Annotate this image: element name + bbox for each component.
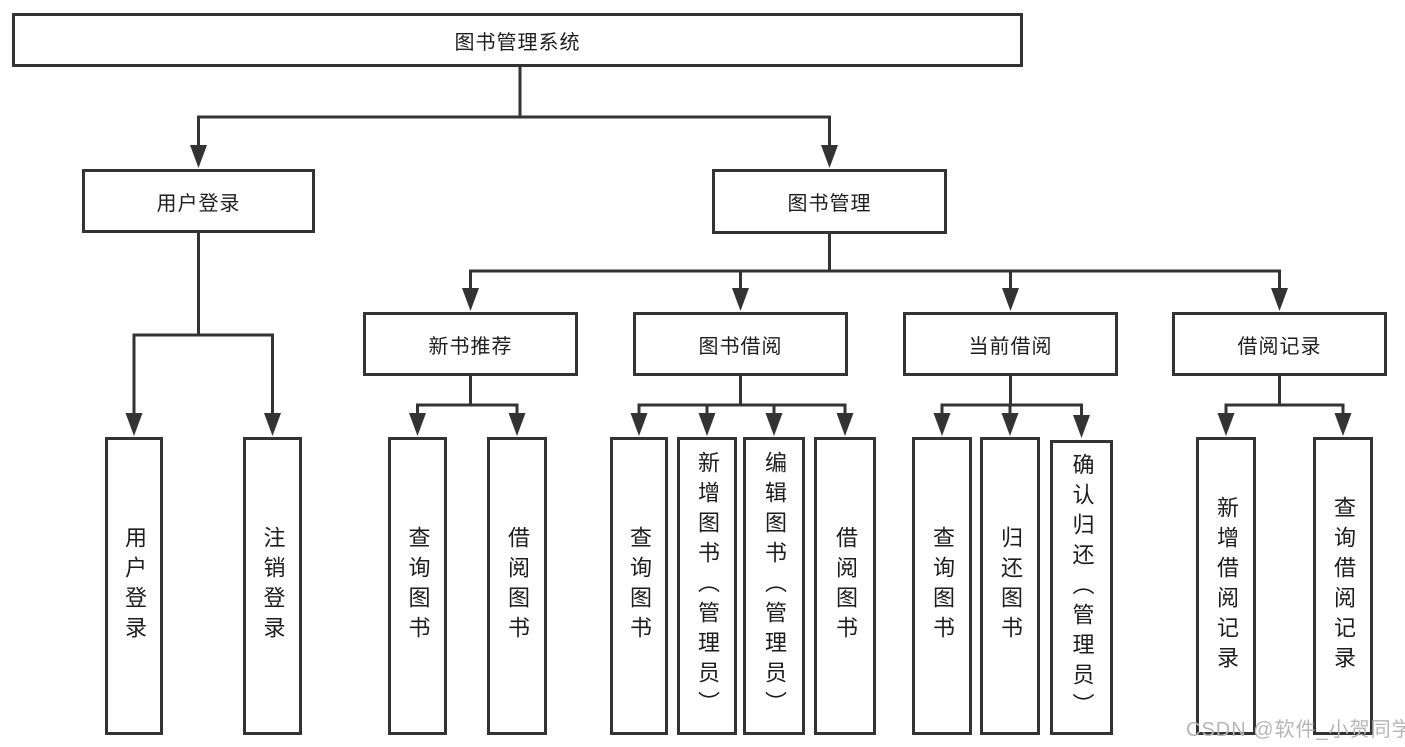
node-new-book-recommendation: 新书推荐 <box>363 312 578 376</box>
leaf-confirm-return-admin: 确认归还（管理员） <box>1050 440 1113 735</box>
node-borrowing-records: 借阅记录 <box>1172 312 1387 376</box>
node-label: 借阅记录 <box>1237 335 1322 358</box>
node-label: 查询图书 <box>627 526 652 646</box>
node-label: 新增图书（管理员） <box>695 451 720 721</box>
leaf-query-books-current: 查询图书 <box>912 437 972 735</box>
watermark: CSDN @软件_小贺同学 <box>1186 719 1405 741</box>
node-label: 图书管理 <box>787 193 872 215</box>
node-label: 归还图书 <box>998 526 1023 646</box>
leaf-query-books-recommend: 查询图书 <box>388 437 447 735</box>
node-label: 查询图书 <box>930 526 955 646</box>
node-label: 新增借阅记录 <box>1214 496 1239 676</box>
node-label: 图书借阅 <box>698 335 783 358</box>
node-label: 用户登录 <box>156 192 241 215</box>
leaf-user-login: 用户登录 <box>105 437 163 735</box>
leaf-borrow-books-borrowing: 借阅图书 <box>814 437 876 735</box>
leaf-logout-login: 注销登录 <box>243 437 302 735</box>
node-label: 新书推荐 <box>428 335 513 358</box>
node-label: 图书管理系统 <box>454 31 581 54</box>
node-label: 借阅图书 <box>833 526 858 646</box>
node-library-management-system: 图书管理系统 <box>12 13 1023 67</box>
leaf-borrow-books-recommend: 借阅图书 <box>487 437 547 735</box>
node-label: 注销登录 <box>260 526 286 646</box>
leaf-add-books-admin: 新增图书（管理员） <box>677 437 737 735</box>
node-current-borrowing: 当前借阅 <box>903 312 1118 376</box>
node-book-management: 图书管理 <box>712 169 947 234</box>
arrowheads <box>125 145 1352 438</box>
node-label: 查询图书 <box>405 526 431 646</box>
leaf-query-books-borrowing: 查询图书 <box>610 437 668 735</box>
leaf-add-borrow-record: 新增借阅记录 <box>1196 437 1256 735</box>
leaf-query-borrow-record: 查询借阅记录 <box>1313 437 1373 735</box>
leaf-edit-books-admin: 编辑图书（管理员） <box>743 437 805 735</box>
node-label: 当前借阅 <box>968 335 1053 358</box>
node-user-login: 用户登录 <box>82 169 315 233</box>
node-label: 借阅图书 <box>505 526 530 646</box>
node-label: 用户登录 <box>122 526 147 646</box>
leaf-return-books: 归还图书 <box>980 437 1040 735</box>
node-book-borrowing: 图书借阅 <box>633 312 848 376</box>
node-label: 编辑图书（管理员） <box>762 451 787 721</box>
node-label: 确认归还（管理员） <box>1069 452 1095 723</box>
node-label: 查询借阅记录 <box>1331 496 1356 676</box>
